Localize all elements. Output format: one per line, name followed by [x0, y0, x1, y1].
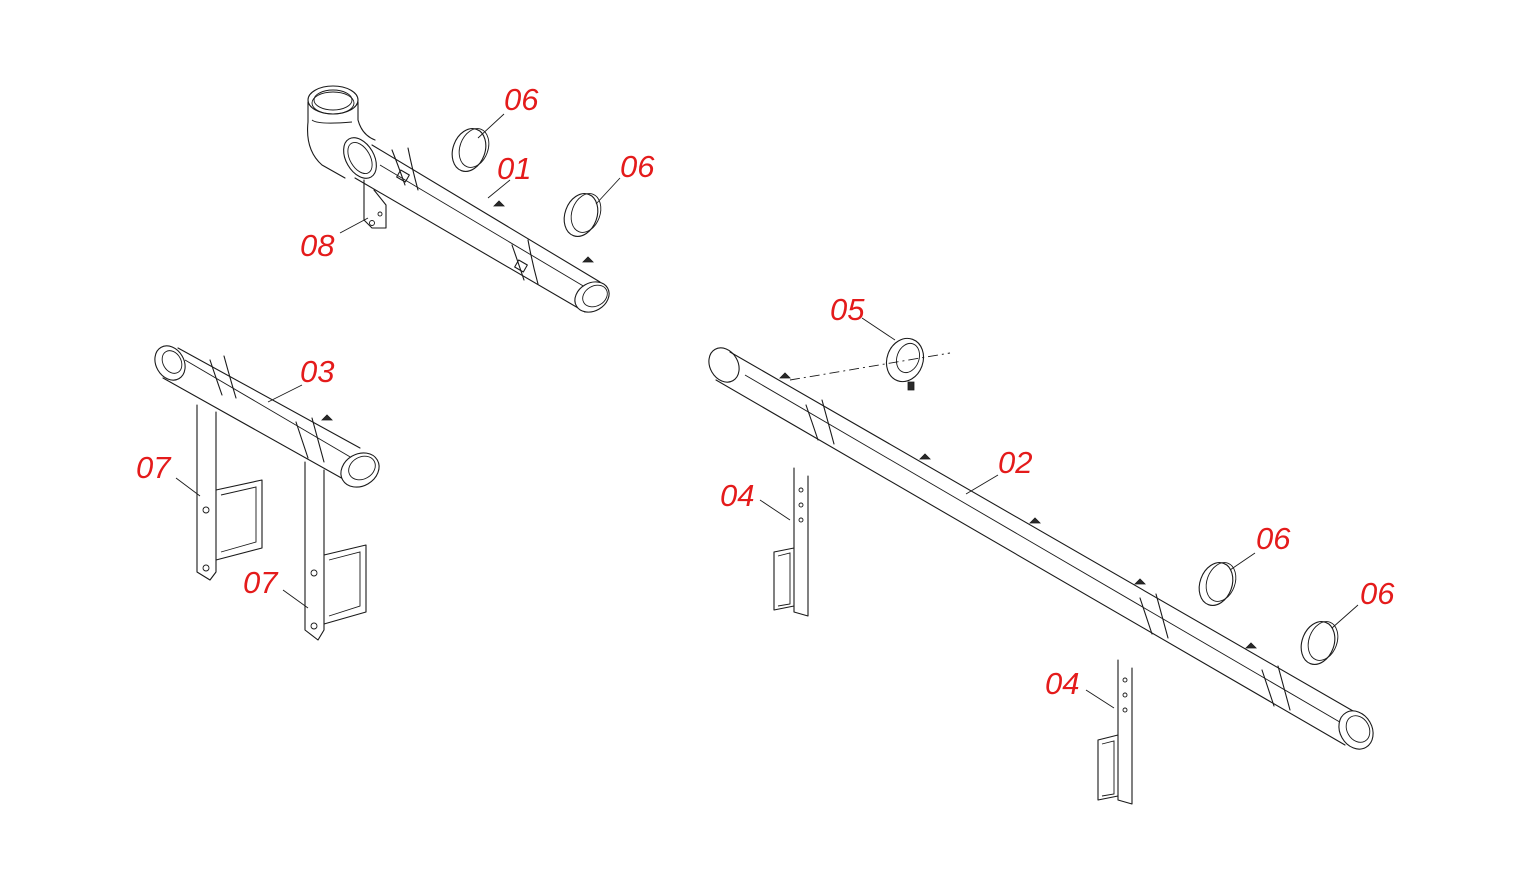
support-bracket-08: [363, 179, 387, 229]
callout-06: 06: [1256, 521, 1291, 556]
callout-06: 06: [1360, 576, 1395, 611]
pipe-assembly-02: [708, 337, 1374, 805]
callout-01: 01: [497, 151, 532, 186]
clamp-01a: [391, 147, 419, 191]
nozzle: [582, 256, 594, 263]
callout-06: 06: [504, 82, 539, 117]
coupling-05: [789, 337, 951, 391]
callout-04: 04: [1045, 666, 1080, 701]
callout-07: 07: [243, 565, 278, 600]
callout-06: 06: [620, 149, 655, 184]
ring-06c: [1198, 562, 1237, 606]
ring-06a: [451, 128, 490, 172]
leg-07b: [304, 461, 367, 641]
tube-01: [354, 144, 610, 313]
callout-07: 07: [136, 450, 171, 485]
callout-08: 08: [300, 228, 335, 263]
leader-lines: [175, 113, 1359, 709]
callout-02: 02: [998, 445, 1033, 480]
callout-04: 04: [720, 478, 755, 513]
callout-03: 03: [300, 354, 335, 389]
ring-06d: [1300, 621, 1339, 665]
callout-05: 05: [830, 292, 865, 327]
leg-04a: [773, 467, 809, 617]
pipe-assembly-01: [307, 85, 610, 313]
leg-07a: [196, 404, 263, 581]
elbow-fitting: [307, 85, 377, 179]
leg-04b: [1097, 659, 1133, 805]
pipe-assembly-03: [154, 345, 380, 641]
ring-06b: [563, 193, 602, 237]
nozzle: [493, 200, 505, 207]
clamp-01b: [511, 239, 539, 285]
